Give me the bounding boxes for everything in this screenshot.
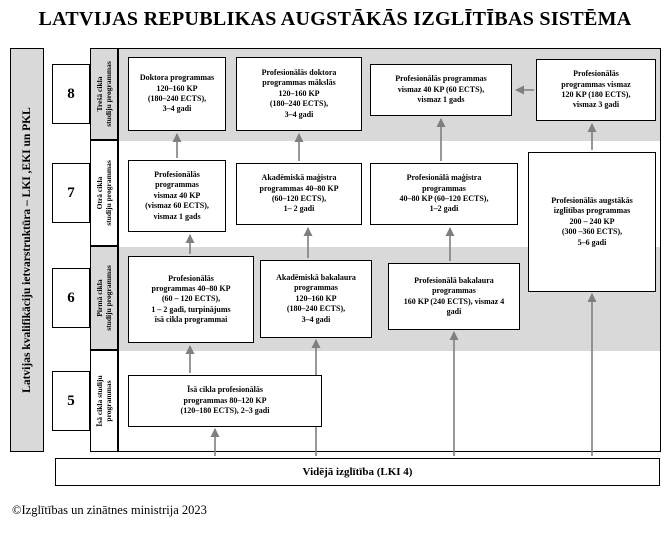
level-7-number: 7 [52, 163, 90, 223]
program-prof-doktora-makslas: Profesionālās doktora programmas mākslās… [236, 57, 362, 131]
level-5-cycle-label: Īsā cikla studiju programmas [94, 375, 113, 427]
level-7-cycle-column [90, 140, 118, 246]
level-6-cycle-label: Pirmā cikla studiju programmas [94, 265, 113, 331]
program-doktora: Doktora programmas 120–160 KP (180–240 E… [128, 57, 226, 131]
page-title: LATVIJAS REPUBLIKAS AUGSTĀKĀS IZGLĪTĪBAS… [38, 8, 632, 30]
copyright-footer: ©Izglītības un zinātnes ministrija 2023 [12, 503, 207, 517]
program-prof-prog-l6: Profesionālās programmas 40–80 KP (60 – … [128, 256, 254, 343]
program-isa-cikla: Īsā cikla profesionālās programmas 80–12… [128, 375, 322, 427]
level-5-cycle-column [90, 350, 118, 452]
base-education-box: Vidējā izglītība (LKI 4) [55, 458, 660, 486]
level-8-number: 8 [52, 64, 90, 124]
program-akad-bakalaura: Akadēmiskā bakalaura programmas 120–160 … [260, 260, 372, 338]
level-8-cycle-label: Trešā cikla studiju programmas [94, 61, 113, 127]
program-prof-bakalaura: Profesionālā bakalaura programmas 160 KP… [388, 263, 520, 330]
program-akad-magistra: Akadēmiskā maģistra programmas 40–80 KP … [236, 163, 362, 225]
framework-sidebar-label: Latvijas kvalifikāciju ietvarstruktūra –… [21, 107, 33, 393]
program-prof-augstakas: Profesionālās augstākās izglītības progr… [528, 152, 656, 292]
program-prof-magistra: Profesionālā maģistra programmas 40–80 K… [370, 163, 518, 225]
program-prof-prog-l7: Profesionālās programmas vismaz 40 KP (v… [128, 160, 226, 232]
framework-sidebar [10, 48, 44, 452]
level-6-number: 6 [52, 268, 90, 328]
level-8-cycle-column [90, 48, 118, 140]
level-5-number: 5 [52, 371, 90, 431]
level-7-cycle-label: Otrā cikla studiju programmas [94, 160, 113, 226]
level-6-cycle-column [90, 246, 118, 350]
program-prof-prog-l8: Profesionālās programmas vismaz 40 KP (6… [370, 64, 512, 116]
program-prof-prog-l8-right: Profesionālās programmas vismaz 120 KP (… [536, 59, 656, 121]
